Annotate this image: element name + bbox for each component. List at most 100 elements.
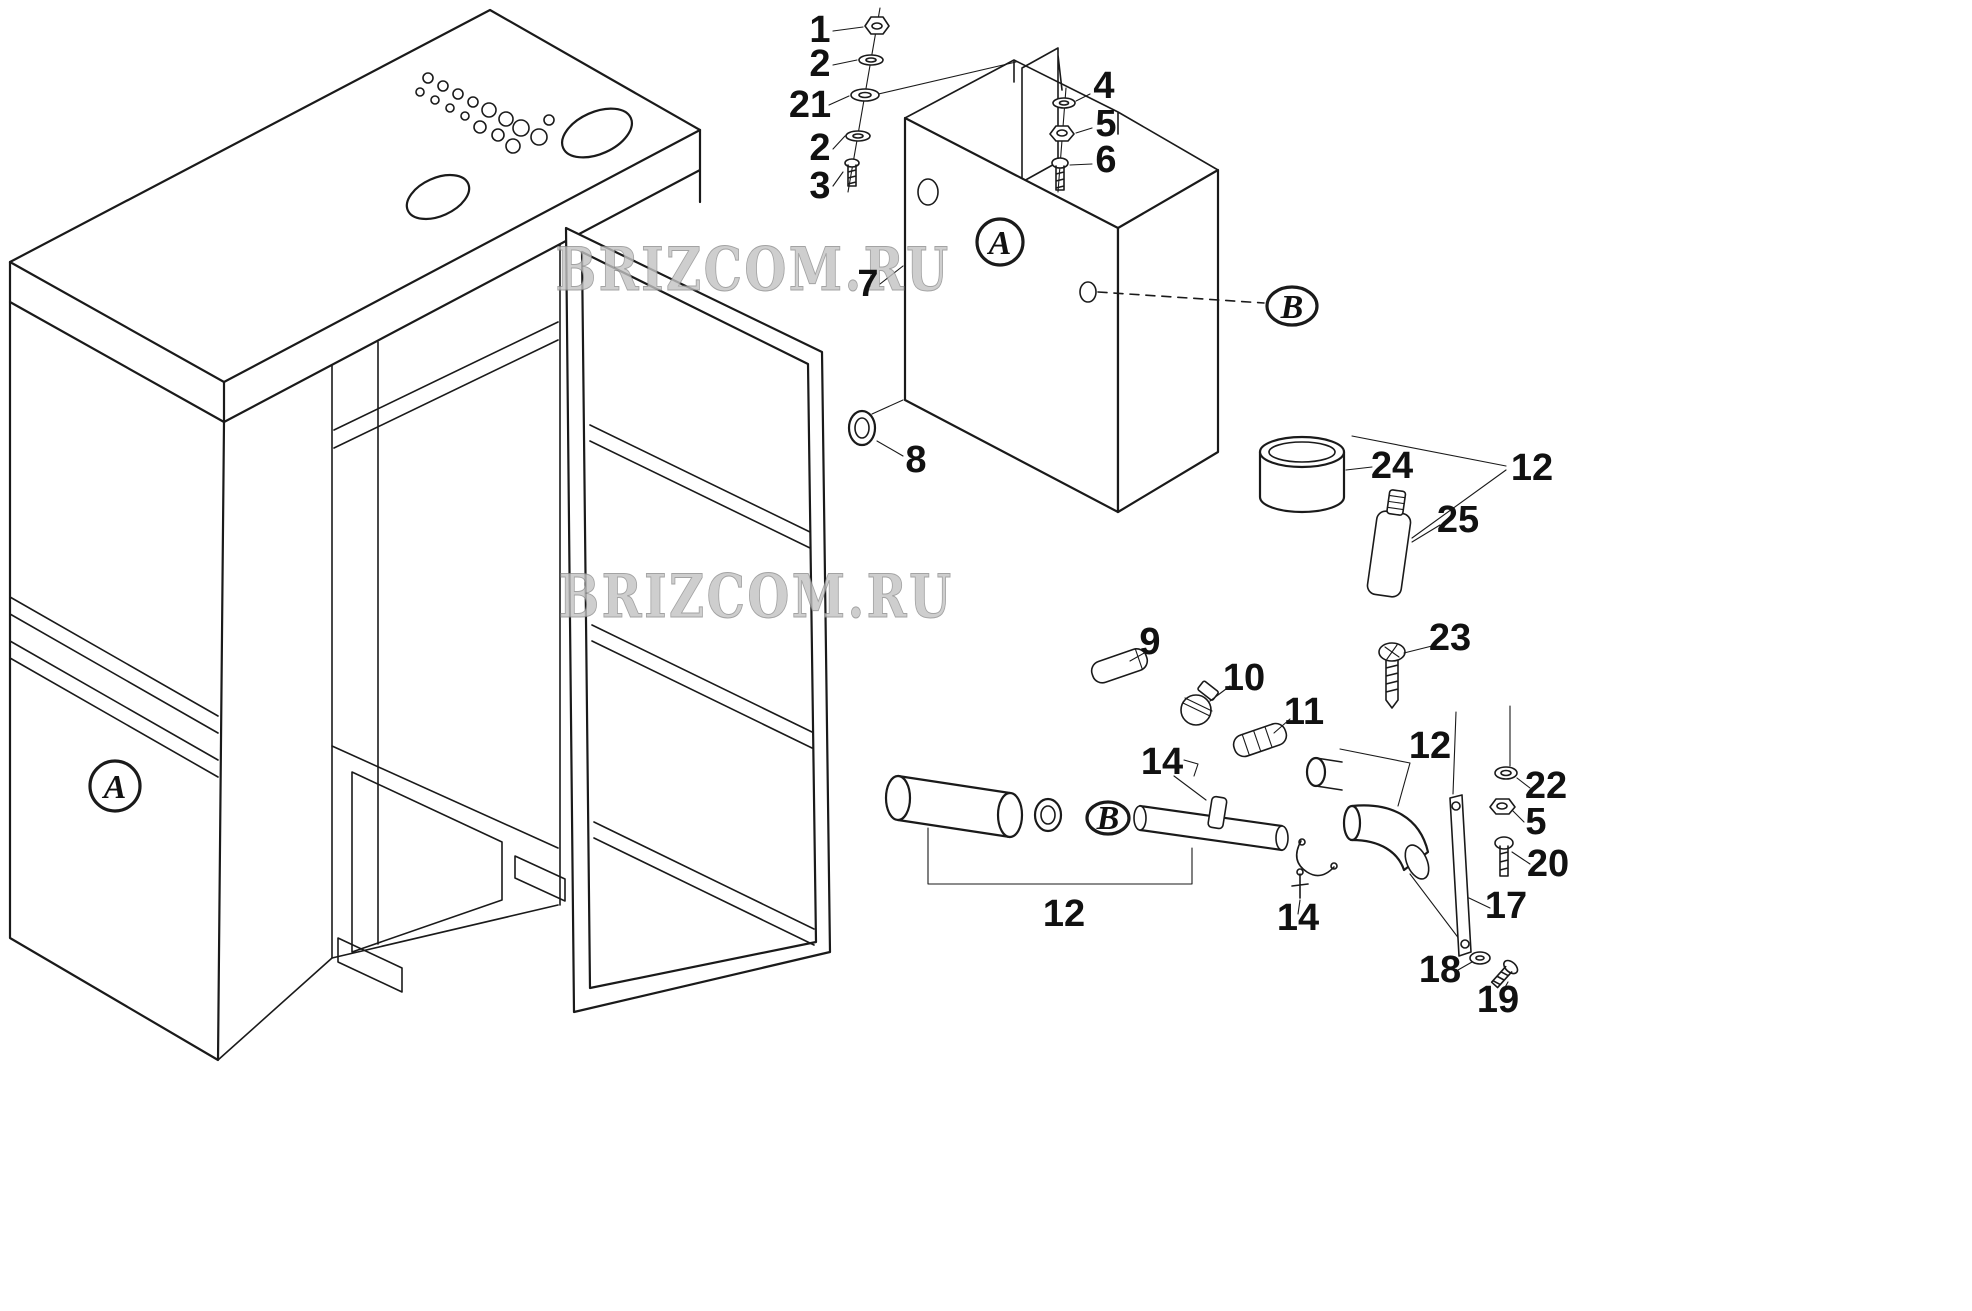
fastener-stack-left (828, 7, 890, 193)
leader-9 (1129, 651, 1147, 662)
callout-part-6: 6 (1095, 139, 1116, 181)
leader-17 (1468, 897, 1491, 909)
panel-top-edges (904, 59, 1219, 171)
long-tube-right-end (1275, 825, 1289, 851)
part-14-bolt-lower (1291, 873, 1309, 899)
part-1-nut (864, 16, 890, 35)
saddle-clamp-ear-left (1298, 838, 1306, 846)
leader-20 (1511, 851, 1531, 865)
part-20-bolt-head (1494, 836, 1514, 850)
leaders-left-stack (828, 26, 864, 187)
part-2b-washer-hole (852, 133, 864, 139)
elbow-right-end (1404, 844, 1430, 880)
part-4-washer-hole (1058, 100, 1070, 106)
callout-part-14-lower: 14 (1277, 897, 1319, 939)
part-9-tube-end (1134, 648, 1143, 671)
part-22-washer (1494, 766, 1518, 780)
marker-a-panel: A (975, 217, 1025, 267)
part-21-washer (850, 88, 880, 102)
callout-part-14-upper: 14 (1141, 741, 1183, 783)
part-2b-washer (845, 130, 871, 142)
cabinet-base-feet (217, 855, 566, 1061)
stub-pipe-body (1315, 757, 1343, 791)
part-10-clamp-ring (1180, 694, 1212, 726)
saddle-clamp-ear-right (1330, 862, 1338, 870)
marker-b-tube-label: B (1096, 800, 1120, 837)
part-25-cap-ridges (1386, 494, 1406, 511)
part-17-strap (1449, 794, 1472, 957)
saddle-clamp (1295, 840, 1335, 877)
part-5a-nut (1049, 125, 1075, 142)
leader-19 (1499, 981, 1509, 997)
leader-22 (1516, 777, 1531, 789)
door-rails (589, 424, 815, 946)
part-3-screw-shaft (847, 164, 857, 187)
construction-diagonal (1409, 873, 1467, 949)
part-9-tube (1090, 648, 1149, 684)
part-3-screw-head (844, 158, 860, 168)
part-5a-nut-hole (1056, 129, 1068, 137)
callout-part-5a: 5 (1095, 103, 1116, 145)
part-14-bolt-head (1296, 868, 1304, 876)
marker-a-panel-label: A (987, 225, 1012, 262)
door-panel-drawing (564, 226, 832, 1014)
leader-11 (1273, 718, 1291, 734)
door-outer (564, 226, 832, 1014)
door-inner-frame (580, 250, 818, 990)
callout-part-18: 18 (1419, 949, 1461, 991)
bracket-12-elbow (1339, 748, 1411, 807)
cabinet-left-face (8, 300, 226, 1062)
callout-part-3: 3 (809, 165, 830, 207)
callout-part-25: 25 (1437, 499, 1479, 541)
callout-part-20: 20 (1527, 843, 1569, 885)
bracket-12-bottom (927, 827, 1193, 885)
panel-assembly-drawing (847, 47, 1265, 514)
cabinet-top-hole-large-right (561, 107, 633, 159)
part-4-washer (1052, 97, 1076, 109)
part-5b-nut (1489, 798, 1516, 815)
leader-10 (1209, 685, 1231, 702)
part-11-fitting-body (1232, 722, 1288, 758)
construction-lines-right (1452, 705, 1511, 795)
part-25-bottle (1366, 489, 1412, 598)
marker-b-panel: B (1265, 285, 1319, 327)
part-10-clamp-band (1182, 697, 1213, 717)
part-6-screw-shaft (1055, 165, 1065, 191)
watermark-layer: BRIZCOM.RU BRIZCOM.RU (555, 235, 951, 633)
part-6-screw-head (1051, 157, 1069, 169)
part-9-tube-body (1090, 648, 1149, 684)
cabinet-floor (331, 745, 559, 959)
part-1-nut-hole (871, 22, 883, 30)
callout-part-24: 24 (1371, 445, 1413, 487)
part-8-grommet-inner (854, 417, 870, 439)
part-19-bolt-shaft (1490, 965, 1513, 989)
panel-front-face (903, 116, 1120, 514)
callout-part-5b: 5 (1525, 801, 1546, 843)
part-14-clip-upper (1207, 795, 1228, 830)
marker-a-cabinet-circle (88, 759, 142, 813)
cabinet-drawing (8, 8, 702, 1062)
leader-14-lower (1297, 899, 1301, 915)
part-18-washer-hole (1475, 955, 1485, 961)
leader-21-to-flange (869, 61, 1017, 97)
bottom-parts-drawing (884, 642, 1467, 949)
leaders-right-stack (1069, 93, 1093, 166)
callout-part-11: 11 (1284, 691, 1324, 733)
part-11-fitting (1232, 722, 1288, 758)
callout-part-2a: 2 (809, 43, 830, 85)
part-5b-nut-hole (1496, 802, 1508, 810)
panel-right-face (1116, 168, 1220, 514)
callout-part-9: 9 (1139, 621, 1160, 663)
marker-b-tube: B (1085, 800, 1131, 837)
marker-b-tube-oval (1085, 800, 1131, 836)
callout-part-4: 4 (1093, 65, 1114, 107)
part-25-bottle-body (1366, 510, 1412, 598)
part-19-bolt-head (1503, 959, 1519, 975)
marker-a-cabinet: A (88, 759, 142, 813)
part-23-screw-shaft (1385, 659, 1399, 709)
part-11-fitting-ribs (1241, 726, 1273, 756)
big-tube-body (896, 774, 1012, 839)
cabinet-top-hole-large-left (405, 173, 471, 221)
